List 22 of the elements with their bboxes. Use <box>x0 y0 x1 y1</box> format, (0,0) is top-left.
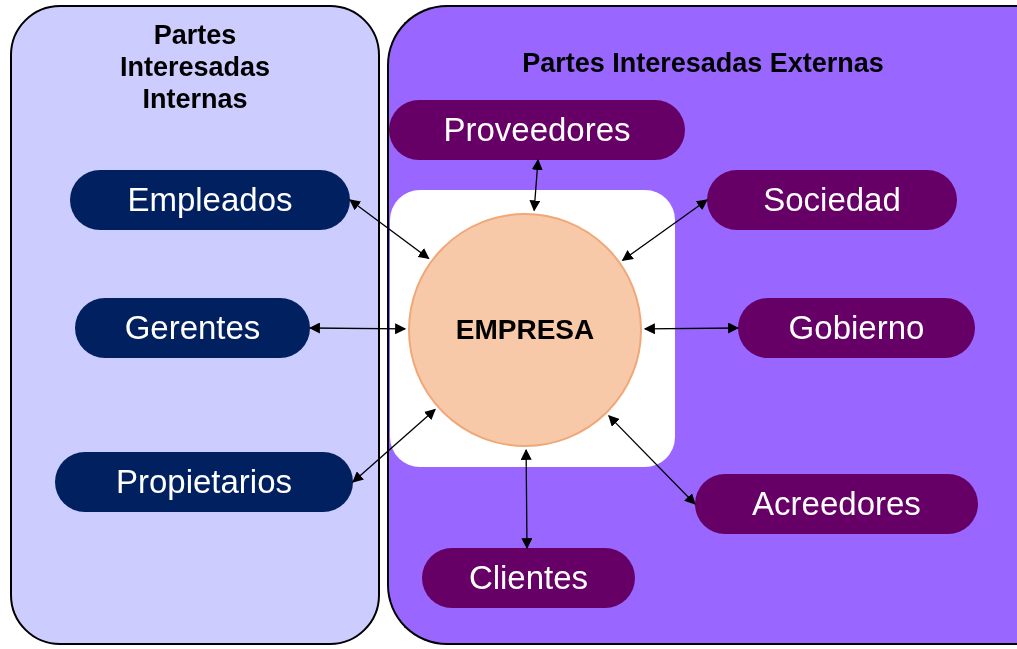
stakeholder-pill: Acreedores <box>695 474 978 534</box>
stakeholder-pill: Gerentes <box>75 298 310 358</box>
background-box <box>390 190 675 467</box>
stakeholder-pill: Empleados <box>70 170 350 230</box>
double-arrow <box>621 199 708 261</box>
double-arrow <box>529 158 543 212</box>
panel-title: Partes Interesadas Internas <box>118 19 272 115</box>
stakeholder-pill: Proveedores <box>389 100 685 160</box>
double-arrow <box>608 415 696 505</box>
stakeholder-pill: Gobierno <box>738 298 975 358</box>
stakeholder-pill: Clientes <box>422 548 635 608</box>
double-arrow <box>349 199 430 260</box>
company-circle: EMPRESA <box>408 213 642 447</box>
panel-title: Partes Interesadas Externas <box>521 47 885 79</box>
double-arrow <box>520 448 533 550</box>
stakeholder-panel <box>10 5 380 645</box>
stakeholder-pill: Propietarios <box>55 452 353 512</box>
stakeholder-pill: Sociedad <box>707 170 957 230</box>
double-arrow <box>352 408 436 483</box>
double-arrow <box>308 322 407 335</box>
double-arrow <box>643 322 740 335</box>
stakeholder-panel <box>387 5 1017 645</box>
